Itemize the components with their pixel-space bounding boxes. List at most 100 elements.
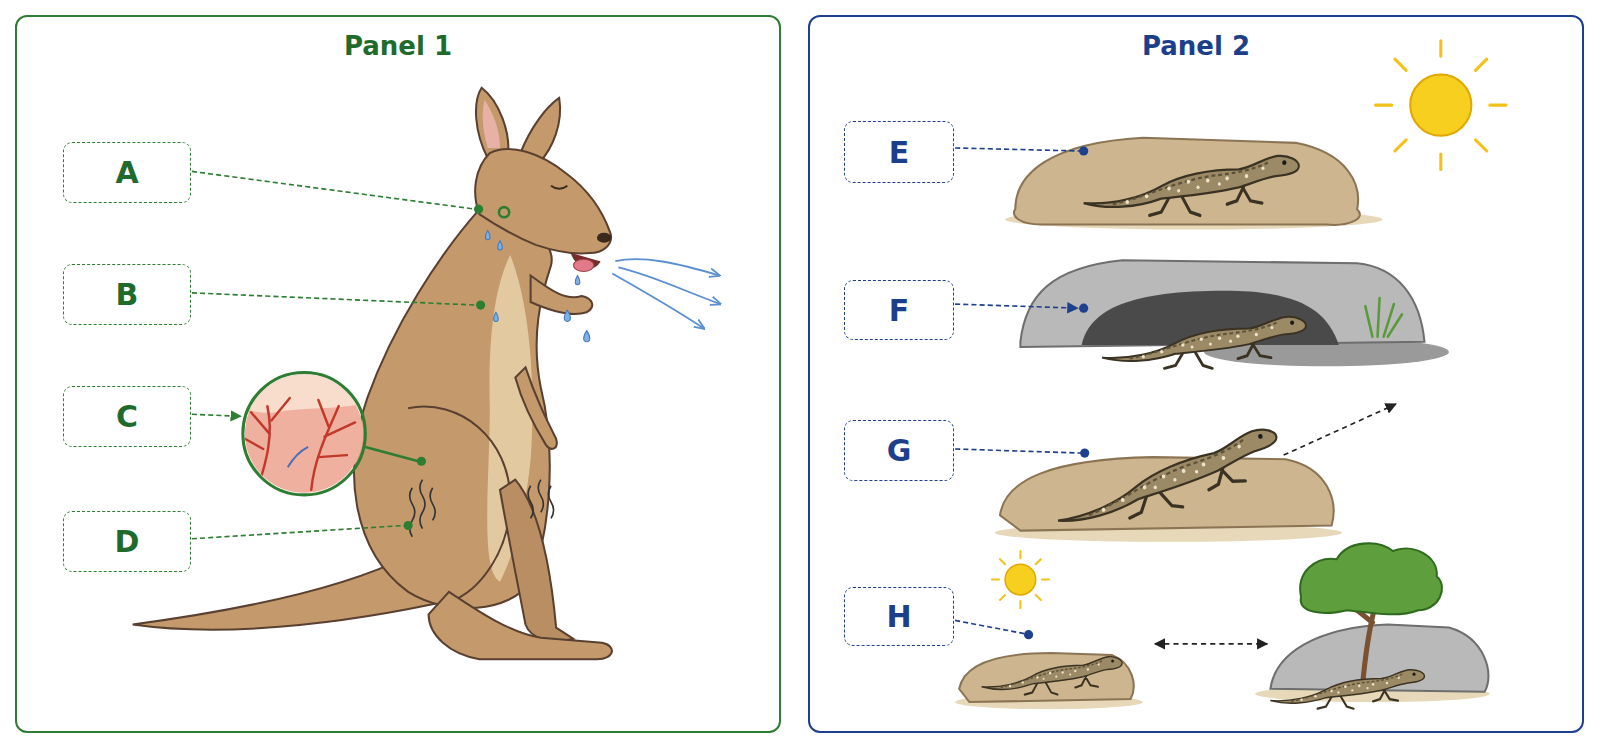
callout-letter: E xyxy=(844,121,954,183)
leader-lines xyxy=(955,304,1077,308)
skin-magnifier xyxy=(245,439,263,449)
kangaroo-figure xyxy=(133,88,612,659)
skin-magnifier xyxy=(417,457,426,466)
shuttling-scene xyxy=(1270,670,1424,709)
sun-icon xyxy=(1475,140,1486,151)
callout-label: H xyxy=(886,600,911,633)
leader-dots xyxy=(1079,146,1088,155)
callout-letter: G xyxy=(844,420,954,481)
callout-label: C xyxy=(116,400,138,433)
skin-magnifier xyxy=(243,372,365,494)
heat-lines xyxy=(548,486,553,519)
callout-letter: A xyxy=(63,142,191,203)
skin-magnifier xyxy=(243,372,365,494)
water-drops xyxy=(575,276,580,285)
kangaroo-figure xyxy=(500,480,573,642)
kangaroo-figure xyxy=(515,367,556,448)
sun-icon xyxy=(1490,104,1506,107)
skin-magnifier xyxy=(243,372,365,412)
leader-lines xyxy=(192,526,404,539)
shuttling-scene xyxy=(955,543,1490,709)
callout-label: F xyxy=(889,294,910,327)
basking-rock xyxy=(1084,156,1299,216)
leader-lines xyxy=(955,148,1081,151)
callout-letter: F xyxy=(844,280,954,340)
sun-icon xyxy=(1410,74,1471,135)
callout-label: A xyxy=(115,156,138,189)
cave-rock xyxy=(1365,298,1402,337)
leader-dots xyxy=(499,207,509,217)
water-drops xyxy=(494,312,499,321)
shuttling-scene xyxy=(992,579,999,581)
sun-icon xyxy=(1439,154,1442,169)
callout-letter: D xyxy=(63,511,191,572)
cave-rock xyxy=(1365,306,1372,337)
skin-magnifier xyxy=(288,447,308,467)
leader-lines xyxy=(955,620,1024,633)
water-drops xyxy=(485,231,589,342)
shuttling-scene xyxy=(1019,601,1021,608)
kangaroo-figure xyxy=(483,100,500,148)
kangaroo-figure xyxy=(573,259,593,271)
panel-frame: Panel 2 E F G H xyxy=(808,15,1584,733)
kangaroo-figure xyxy=(408,407,510,602)
skin-magnifier xyxy=(365,447,418,461)
shuttling-scene xyxy=(992,551,1049,608)
skin-magnifier xyxy=(243,372,426,494)
shuttling-scene xyxy=(1000,595,1005,600)
sun-icon xyxy=(1439,41,1442,56)
shuttling-scene xyxy=(1300,543,1442,614)
callout-label: D xyxy=(115,525,140,558)
kangaroo-figure xyxy=(476,88,508,158)
heat-lines xyxy=(420,480,425,529)
leader-lines xyxy=(955,148,1081,634)
panel-title: Panel 2 xyxy=(810,17,1582,62)
sun-icon xyxy=(1395,59,1406,70)
leader-dots xyxy=(1024,146,1089,639)
skin-magnifier xyxy=(318,400,328,427)
breath-lines xyxy=(612,273,704,328)
raised-lizard-rock xyxy=(1284,404,1396,455)
kangaroo-figure xyxy=(429,592,612,659)
heat-lines xyxy=(528,486,533,519)
raised-lizard-rock xyxy=(1048,426,1286,532)
panel-title: Panel 1 xyxy=(17,17,779,62)
skin-magnifier xyxy=(318,455,347,457)
breath-lines xyxy=(612,259,720,328)
shuttling-scene xyxy=(1042,579,1049,581)
skin-magnifier xyxy=(271,398,289,420)
illustration xyxy=(133,41,1506,709)
raised-lizard-rock xyxy=(995,404,1396,542)
callout-letter: B xyxy=(63,264,191,325)
water-drops xyxy=(564,310,570,321)
shuttling-scene xyxy=(1005,564,1036,595)
callout-label: E xyxy=(889,136,910,169)
sun-icon xyxy=(1375,41,1506,170)
heat-lines xyxy=(538,480,543,513)
kangaroo-figure xyxy=(551,186,567,189)
leader-lines xyxy=(192,293,477,305)
leader-lines xyxy=(955,449,1081,453)
leader-dots xyxy=(1079,304,1088,313)
leader-lines xyxy=(192,171,476,209)
cave-rock xyxy=(1020,260,1449,368)
water-drops xyxy=(498,241,503,250)
basking-rock xyxy=(1005,138,1383,230)
panel-frame: Panel 1 A B C D xyxy=(15,15,781,733)
leader-dots xyxy=(1024,630,1033,639)
leader-dots xyxy=(1080,448,1089,457)
heat-lines xyxy=(430,488,435,521)
leader-lines xyxy=(192,171,477,538)
callout-letter: H xyxy=(844,587,954,646)
sun-icon xyxy=(1375,41,1506,170)
kangaroo-figure xyxy=(475,149,611,253)
skin-magnifier xyxy=(251,412,269,433)
shuttling-scene xyxy=(1019,551,1021,558)
leader-dots xyxy=(476,301,485,310)
sun-icon xyxy=(1375,104,1391,107)
water-drops xyxy=(485,231,490,240)
shuttling-scene xyxy=(982,657,1122,695)
heat-lines xyxy=(410,480,554,537)
